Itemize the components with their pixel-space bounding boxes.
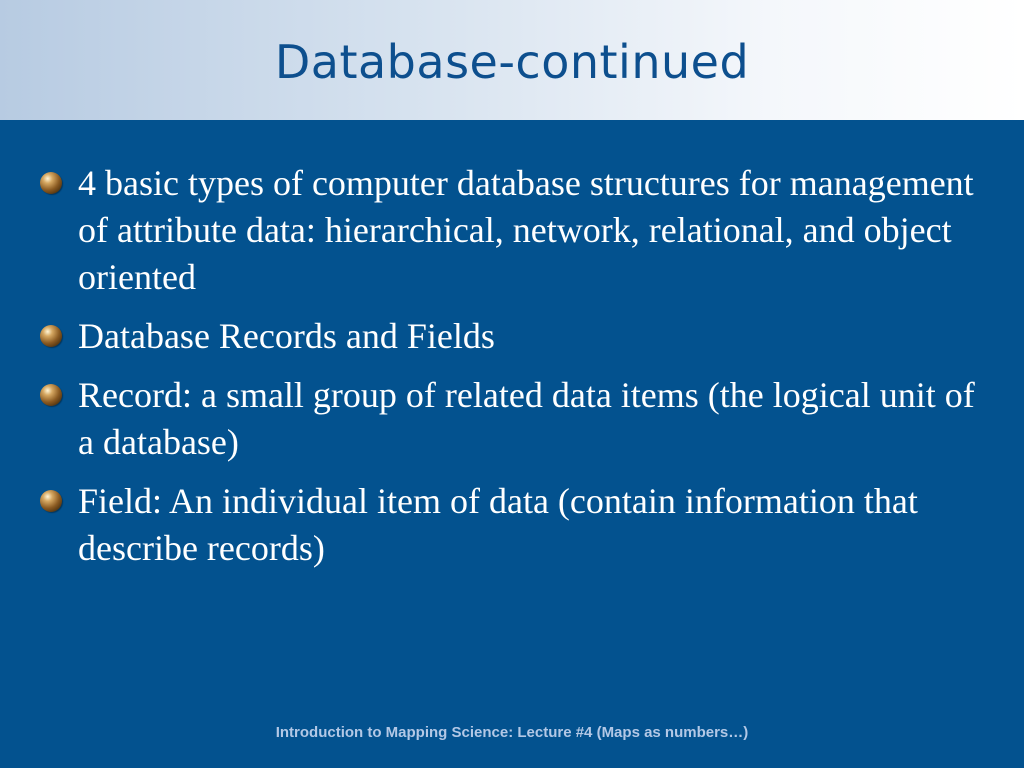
bronze-ball-bullet-icon: [40, 490, 62, 512]
slide-title: Database-continued: [274, 35, 750, 89]
bullet-item: Record: a small group of related data it…: [38, 372, 998, 466]
title-banner: Database-continued: [0, 0, 1024, 120]
bullet-text: Field: An individual item of data (conta…: [78, 481, 918, 568]
bullet-list: 4 basic types of computer database struc…: [38, 160, 998, 584]
bronze-ball-bullet-icon: [40, 172, 62, 194]
bullet-item: Field: An individual item of data (conta…: [38, 478, 998, 572]
bronze-ball-bullet-icon: [40, 384, 62, 406]
bronze-ball-bullet-icon: [40, 325, 62, 347]
slide-footer: Introduction to Mapping Science: Lecture…: [275, 724, 749, 741]
bullet-text: Record: a small group of related data it…: [78, 375, 975, 462]
bullet-text: Database Records and Fields: [78, 316, 495, 356]
bullet-item: Database Records and Fields: [38, 313, 998, 360]
bullet-item: 4 basic types of computer database struc…: [38, 160, 998, 301]
bullet-text: 4 basic types of computer database struc…: [78, 163, 974, 297]
